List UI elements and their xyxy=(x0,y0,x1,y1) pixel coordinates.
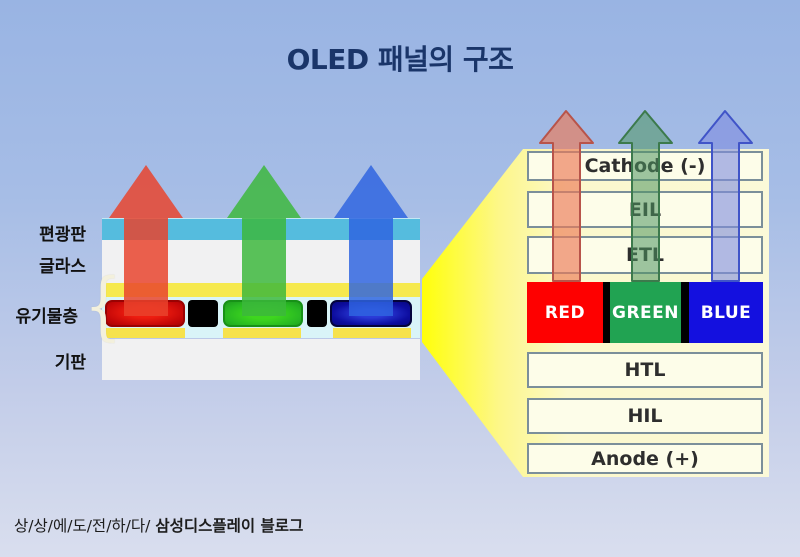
layer-label: EIL xyxy=(628,198,662,221)
emissive-layer-row: RED GREEN BLUE xyxy=(527,282,763,343)
substrate-layer xyxy=(102,339,420,380)
layer-box-eil: EIL xyxy=(527,191,763,228)
electrode-segment xyxy=(105,328,185,338)
layer-label: HTL xyxy=(624,359,666,381)
layer-label: ETL xyxy=(625,244,665,266)
organic-top-layer xyxy=(102,283,420,297)
blue-emissive-cell: BLUE xyxy=(689,282,763,343)
layer-box-hil: HIL xyxy=(527,398,763,434)
organic-layer-brace: { xyxy=(84,269,122,343)
footer: 상/상/에/도/전/하/다/ 삼성디스플레이 블로그 xyxy=(14,514,303,536)
footer-tagline: 상/상/에/도/전/하/다/ xyxy=(14,517,151,535)
glass-layer xyxy=(102,240,420,283)
black-separator xyxy=(188,300,218,327)
page-title: OLED 패널의 구조 xyxy=(286,43,514,76)
blue-emitter-block xyxy=(330,300,412,327)
electrode-segment xyxy=(333,328,411,338)
layer-box-cathode: Cathode (-) xyxy=(527,151,763,181)
layer-label: Cathode (-) xyxy=(584,155,706,177)
green-emitter-block xyxy=(223,300,303,327)
layer-label: Anode (+) xyxy=(591,447,699,470)
label-polarizer: 편광판 xyxy=(39,225,86,245)
footer-brand: 삼성디스플레이 블로그 xyxy=(155,517,304,535)
electrode-segment xyxy=(223,328,301,338)
layer-label: HIL xyxy=(627,405,663,427)
polarizer-layer xyxy=(102,218,420,241)
red-emissive-cell: RED xyxy=(527,282,603,343)
layer-box-anode: Anode (+) xyxy=(527,443,763,474)
black-separator xyxy=(307,300,327,327)
green-emissive-cell: GREEN xyxy=(610,282,681,343)
label-substrate: 기판 xyxy=(54,353,86,373)
label-organic-layer: 유기물층 xyxy=(15,307,78,327)
layer-box-htl: HTL xyxy=(527,352,763,388)
layer-box-etl: ETL xyxy=(527,236,763,274)
label-glass: 글라스 xyxy=(39,257,86,277)
